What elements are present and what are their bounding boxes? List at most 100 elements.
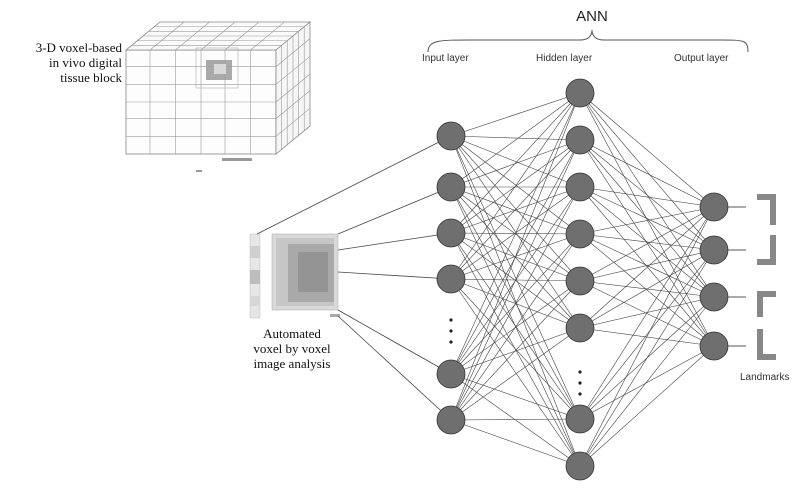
image-analysis-label-line-3: image analysis (253, 356, 331, 371)
tissue-block-label-line-1: 3-D voxel-based (35, 40, 122, 55)
hidden-output-edge (579, 249, 715, 329)
input-hidden-edge (450, 92, 581, 421)
hidden-node (565, 266, 595, 296)
hidden-node (565, 172, 595, 202)
input-node (436, 405, 466, 435)
hidden-output-edge (579, 206, 715, 235)
image-analysis-label-line-2: voxel by voxel (253, 341, 331, 356)
ann-title: ANN (576, 8, 608, 25)
output-node (699, 192, 729, 222)
hidden-output-edge (579, 92, 715, 251)
hidden-output-edge (579, 233, 715, 251)
output-connections (579, 92, 715, 467)
hidden-layer-title: Hidden layer (536, 53, 593, 64)
image-analysis-label: Automated voxel by voxel image analysis (238, 326, 346, 371)
hidden-output-edge (579, 186, 715, 251)
input-hidden-edge (450, 92, 581, 188)
input-feed-line (337, 309, 452, 375)
input-feed-line (337, 232, 452, 251)
input-hidden-edge (450, 92, 581, 137)
input-hidden-edge (450, 92, 581, 280)
hidden-output-edge (579, 206, 715, 420)
voxel-strip (249, 233, 261, 319)
input-hidden-edge (450, 135, 581, 420)
output-ticks (728, 206, 746, 347)
hidden-output-edge (579, 249, 715, 467)
landmark-brackets (757, 194, 776, 360)
hidden-connections (450, 92, 581, 467)
hidden-node (565, 451, 595, 481)
input-hidden-edge (450, 232, 581, 420)
input-node (436, 172, 466, 202)
input-hidden-edge (450, 135, 581, 188)
output-layer-nodes (699, 192, 729, 361)
hidden-output-edge (579, 345, 715, 420)
input-hidden-edge (450, 233, 581, 421)
hidden-output-edge (579, 92, 715, 208)
hidden-layer-nodes (565, 78, 595, 481)
hidden-output-edge (579, 139, 715, 347)
input-hidden-edge (450, 135, 581, 467)
input-hidden-edge (450, 373, 581, 420)
input-layer-title: Input layer (422, 53, 469, 64)
input-hidden-edge (450, 418, 581, 421)
input-hidden-edge (450, 139, 581, 280)
input-hidden-edge (450, 92, 581, 375)
cube-axis-note (196, 158, 252, 172)
hidden-node (565, 78, 595, 108)
hidden-output-edge (579, 345, 715, 467)
input-hidden-edge (450, 278, 581, 467)
input-connections (256, 135, 452, 421)
hidden-output-edge (579, 249, 715, 282)
input-hidden-edge (450, 327, 581, 421)
hidden-node (565, 404, 595, 434)
input-feed-line (337, 186, 452, 235)
input-layer-nodes (436, 121, 466, 435)
input-hidden-edge (450, 139, 581, 421)
input-hidden-edge (450, 186, 581, 234)
output-layer-title: Output layer (674, 53, 729, 64)
output-node (699, 235, 729, 265)
ann-brace (427, 29, 749, 53)
hidden-output-edge (579, 233, 715, 347)
hidden-node (565, 125, 595, 155)
hidden-output-edge (579, 206, 715, 467)
input-ellipsis (449, 318, 453, 344)
hidden-ellipsis (578, 370, 582, 396)
input-hidden-edge (450, 186, 581, 421)
input-hidden-edge (450, 280, 581, 421)
hidden-output-edge (579, 206, 715, 282)
input-hidden-edge (450, 419, 581, 467)
highlighted-voxel (195, 47, 239, 89)
input-hidden-edge (450, 327, 581, 375)
image-analysis-label-line-1: Automated (263, 326, 321, 341)
hidden-output-edge (579, 139, 715, 251)
input-hidden-edge (450, 278, 581, 420)
input-node (436, 359, 466, 389)
hidden-node (565, 313, 595, 343)
input-feed-line (337, 315, 452, 421)
landmarks-label: Landmarks (740, 372, 790, 383)
tissue-block-label-line-2: in vivo digital (49, 55, 122, 70)
hidden-output-edge (579, 296, 715, 467)
hidden-output-edge (579, 249, 715, 420)
input-hidden-edge (450, 92, 581, 234)
hidden-output-edge (579, 186, 715, 208)
tissue-block-grid (126, 21, 311, 154)
tissue-block-label: 3-D voxel-based in vivo digital tissue b… (2, 40, 122, 85)
tissue-block-label-line-3: tissue block (60, 70, 122, 85)
input-hidden-edge (450, 232, 581, 467)
input-hidden-edge (450, 135, 581, 282)
input-feed-line (256, 135, 452, 235)
hidden-output-edge (579, 92, 715, 347)
output-node (699, 282, 729, 312)
input-hidden-edge (450, 135, 581, 329)
input-hidden-edge (450, 135, 581, 141)
hidden-output-edge (579, 206, 715, 329)
hidden-node (565, 219, 595, 249)
input-node (436, 121, 466, 151)
input-node (436, 218, 466, 248)
hidden-output-edge (579, 139, 715, 208)
output-node (699, 331, 729, 361)
